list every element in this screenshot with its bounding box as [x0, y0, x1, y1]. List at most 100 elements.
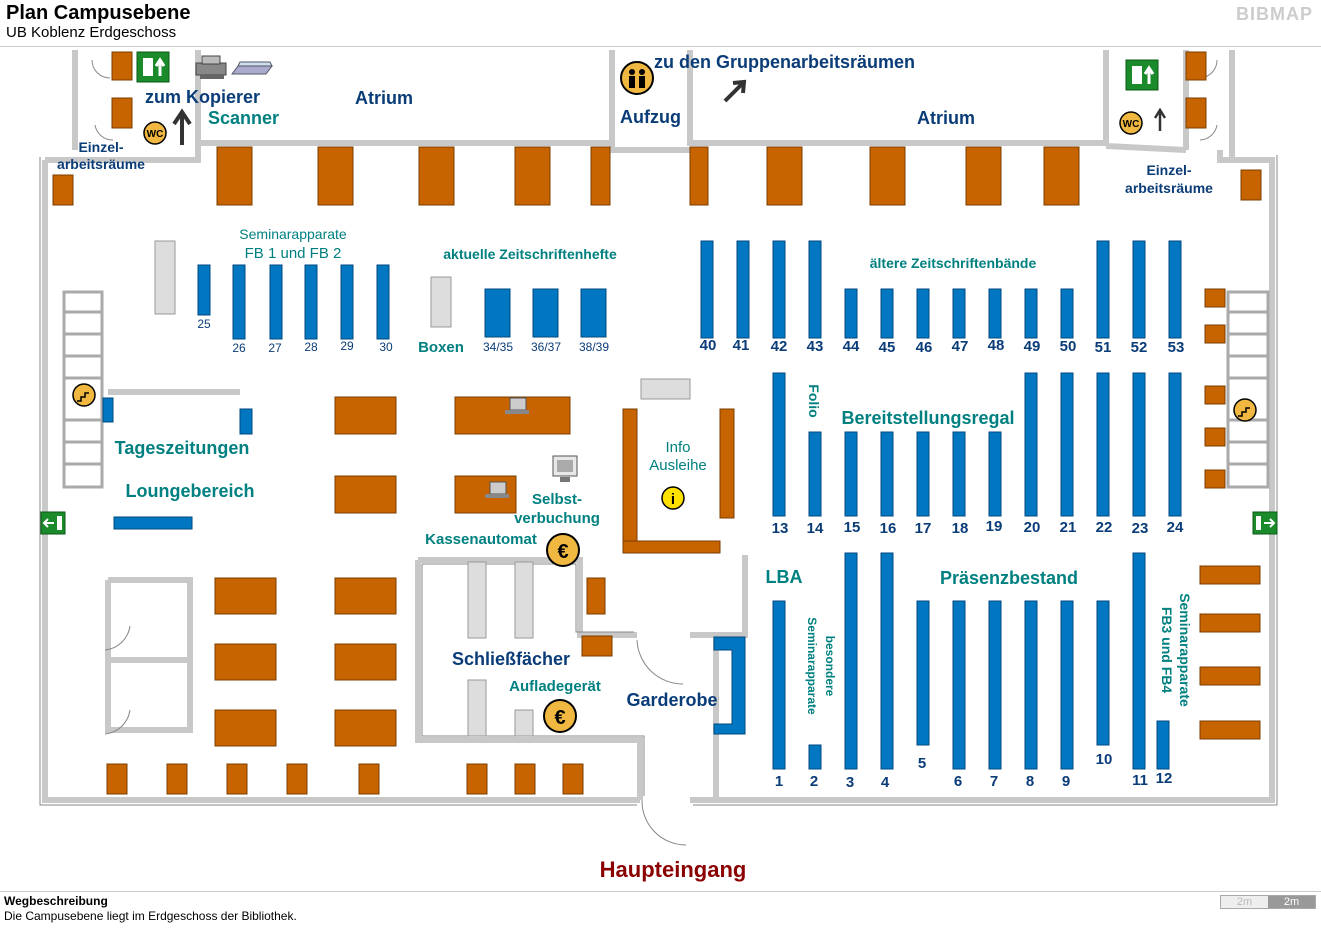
label-besondere-seminarapparate: Seminarapparate — [805, 617, 819, 715]
scale-segment-a: 2m — [1221, 896, 1268, 908]
shelf-number-label: 17 — [915, 520, 932, 537]
label-haupteingang: Haupteingang — [600, 857, 747, 882]
page-title: Plan Campusebene — [6, 2, 191, 24]
orange-furniture — [52, 51, 1262, 795]
shelf-51[interactable] — [1096, 240, 1110, 339]
shelf-20[interactable] — [1024, 372, 1038, 517]
shelf-number-label: 40 — [700, 337, 717, 354]
shelf-48[interactable] — [988, 288, 1002, 339]
shelf-50[interactable] — [1060, 288, 1074, 339]
shelf-number-label: 53 — [1168, 339, 1185, 356]
label-atrium-left: Atrium — [355, 88, 413, 108]
shelf-10[interactable] — [1096, 600, 1110, 746]
label-folio: Folio — [806, 384, 822, 417]
shelf-14[interactable] — [808, 431, 822, 517]
shelf-number-label: 26 — [232, 341, 246, 355]
euro-coin-icon-bottom: € — [543, 699, 577, 733]
label-info: Info — [665, 439, 690, 456]
shelf-41[interactable] — [736, 240, 750, 339]
shelf-number-label: 9 — [1062, 773, 1070, 790]
shelf-47[interactable] — [952, 288, 966, 339]
label-praesenzbestand: Präsenzbestand — [940, 568, 1078, 588]
shelf-11[interactable] — [1132, 552, 1146, 770]
shelf-34-35[interactable] — [484, 288, 511, 338]
shelf-49[interactable] — [1024, 288, 1038, 339]
shelf-44[interactable] — [844, 288, 858, 339]
label-ausleihe: Ausleihe — [649, 457, 707, 474]
shelf-18[interactable] — [952, 431, 966, 517]
wall-details — [39, 59, 1278, 846]
shelf-40[interactable] — [700, 240, 714, 339]
label-atrium-right: Atrium — [917, 108, 975, 128]
shelf-19[interactable] — [988, 431, 1002, 517]
shelf-45[interactable] — [880, 288, 894, 339]
label-tageszeitungen: Tageszeitungen — [115, 438, 250, 458]
shelf-46[interactable] — [916, 288, 930, 339]
shelf-25[interactable] — [197, 264, 211, 316]
shelf-28[interactable] — [304, 264, 318, 340]
shelf-3[interactable] — [844, 552, 858, 770]
shelf-24[interactable] — [1168, 372, 1182, 517]
shelf-26[interactable] — [232, 264, 246, 340]
shelf-38-39[interactable] — [580, 288, 607, 338]
label-bereitstellungsregal: Bereitstellungsregal — [841, 408, 1014, 428]
scanner-icon — [231, 61, 273, 75]
shelf-16[interactable] — [880, 431, 894, 517]
shelf-number-label: 1 — [775, 773, 783, 790]
shelf-53[interactable] — [1168, 240, 1182, 339]
wc-left-icon: WC — [143, 121, 167, 145]
info-icon: i — [661, 486, 685, 510]
label-zum-kopierer: zum Kopierer — [145, 87, 260, 107]
copier-icon — [195, 55, 227, 79]
shelf-number-label: 47 — [952, 338, 969, 355]
label-selbst: Selbst- — [532, 491, 582, 508]
label-einzel-left-2: arbeitsräume — [57, 156, 145, 172]
shelf-30[interactable] — [376, 264, 390, 340]
shelf-17[interactable] — [916, 431, 930, 517]
shelf-6[interactable] — [952, 600, 966, 770]
arrow-up-icon — [172, 108, 192, 145]
shelf-23[interactable] — [1132, 372, 1146, 517]
shelf-number-label: 52 — [1131, 339, 1148, 356]
shelf-43[interactable] — [808, 240, 822, 339]
shelf-42[interactable] — [772, 240, 786, 339]
label-seminar-fb34-2: FB3 und FB4 — [1159, 607, 1175, 694]
shelf-27[interactable] — [269, 264, 283, 340]
shelf-number-label: 27 — [268, 341, 282, 355]
shelf-22[interactable] — [1096, 372, 1110, 517]
shelf-7[interactable] — [988, 600, 1002, 770]
scale-segment-b: 2m — [1268, 896, 1315, 908]
shelf-1[interactable] — [772, 600, 786, 770]
shelf-number-label: 25 — [197, 317, 211, 331]
shelf-2[interactable] — [808, 744, 822, 770]
grey-furniture — [154, 240, 691, 737]
wc-right-icon: WC — [1119, 111, 1143, 135]
label-scanner: Scanner — [208, 108, 279, 128]
label-aufladegeraet: Aufladegerät — [509, 678, 601, 695]
shelf-52[interactable] — [1132, 240, 1146, 339]
label-einzel-right-2: arbeitsräume — [1125, 180, 1213, 196]
label-einzel-right-1: Einzel- — [1146, 162, 1191, 178]
label-seminar-fb34-1: Seminarapparate — [1177, 593, 1193, 707]
exit-sign-right-icon — [1252, 511, 1278, 535]
shelf-21[interactable] — [1060, 372, 1074, 517]
shelf-12[interactable] — [1156, 720, 1170, 770]
header-divider — [0, 46, 1321, 47]
stairs-left — [62, 290, 104, 489]
shelf-4[interactable] — [880, 552, 894, 770]
label-seminar-fb12-2: FB 1 und FB 2 — [245, 245, 342, 262]
shelf-number-label: 20 — [1024, 519, 1041, 536]
shelf-number-label: 50 — [1060, 338, 1077, 355]
shelf-number-label: 7 — [990, 773, 998, 790]
shelf-8[interactable] — [1024, 600, 1038, 770]
label-gruppenarbeitsraeume: zu den Gruppenarbeitsräumen — [654, 52, 915, 72]
shelf-29[interactable] — [340, 264, 354, 340]
shelf-36-37[interactable] — [532, 288, 559, 338]
shelf-5[interactable] — [916, 600, 930, 746]
shelf-15[interactable] — [844, 431, 858, 517]
shelf-number-label: 29 — [340, 339, 354, 353]
stairs-right-icon — [1233, 398, 1257, 422]
shelf-13[interactable] — [772, 372, 786, 517]
shelf-9[interactable] — [1060, 600, 1074, 770]
